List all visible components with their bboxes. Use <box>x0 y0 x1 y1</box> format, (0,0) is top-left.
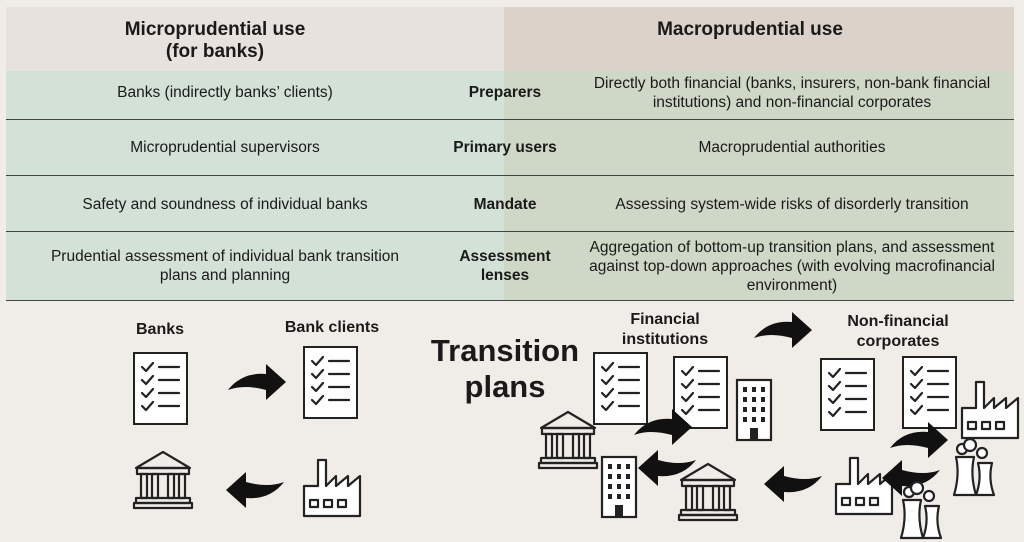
factory-icon <box>302 458 362 518</box>
bank-clients-label: Bank clients <box>284 319 380 336</box>
row-preparers-label: Preparers <box>468 83 542 101</box>
row-lenses-micro: Prudential assessment of individual bank… <box>50 248 400 284</box>
header-left-bg <box>6 7 504 71</box>
header-macro: Macroprudential use <box>657 19 843 40</box>
header-micro: Microprudential use (for banks) <box>124 19 306 62</box>
row-users-label: Primary users <box>453 138 557 156</box>
row-divider <box>6 231 1014 232</box>
row-lenses-label: Assessment lenses <box>459 248 551 284</box>
row-users-micro: Microprudential supervisors <box>130 138 320 156</box>
row-divider <box>6 300 1014 301</box>
row-mandate-macro: Assessing system-wide risks of disorderl… <box>615 195 969 213</box>
bank-building-icon <box>132 450 194 510</box>
office-building-icon <box>735 378 773 442</box>
arrow-icon <box>754 312 812 348</box>
power-plant-icon <box>952 437 996 497</box>
rows-right-bg <box>504 71 1014 300</box>
bank-building-icon <box>677 462 739 522</box>
row-mandate-label: Mandate <box>473 195 537 213</box>
row-divider <box>6 119 1014 120</box>
header-right-bg <box>504 7 1014 71</box>
row-preparers-micro: Banks (indirectly banks’ clients) <box>117 83 333 101</box>
row-divider <box>6 175 1014 176</box>
arrow-icon <box>226 472 284 508</box>
arrow-icon <box>228 364 286 400</box>
non-financial-corporates-label: Non-financial corporates <box>847 313 949 350</box>
checklist-icon <box>819 357 876 432</box>
row-mandate-micro: Safety and soundness of individual banks <box>82 195 368 213</box>
rows-left-bg <box>6 71 504 300</box>
arrow-icon <box>890 422 948 458</box>
arrow-icon <box>764 466 822 502</box>
bank-building-icon <box>537 410 599 470</box>
checklist-icon <box>302 345 359 420</box>
row-lenses-macro: Aggregation of bottom-up transition plan… <box>589 238 995 294</box>
power-plant-icon <box>899 480 943 540</box>
arrow-icon <box>634 409 692 445</box>
checklist-icon <box>132 351 189 426</box>
banks-label: Banks <box>135 321 185 338</box>
row-users-macro: Macroprudential authorities <box>698 138 886 156</box>
transition-plans-title: Transition plans <box>430 333 580 404</box>
financial-institutions-label: Financial institutions <box>621 311 709 348</box>
row-preparers-macro: Directly both financial (banks, insurers… <box>593 75 991 111</box>
factory-icon <box>960 380 1020 440</box>
office-building-icon <box>600 455 638 519</box>
